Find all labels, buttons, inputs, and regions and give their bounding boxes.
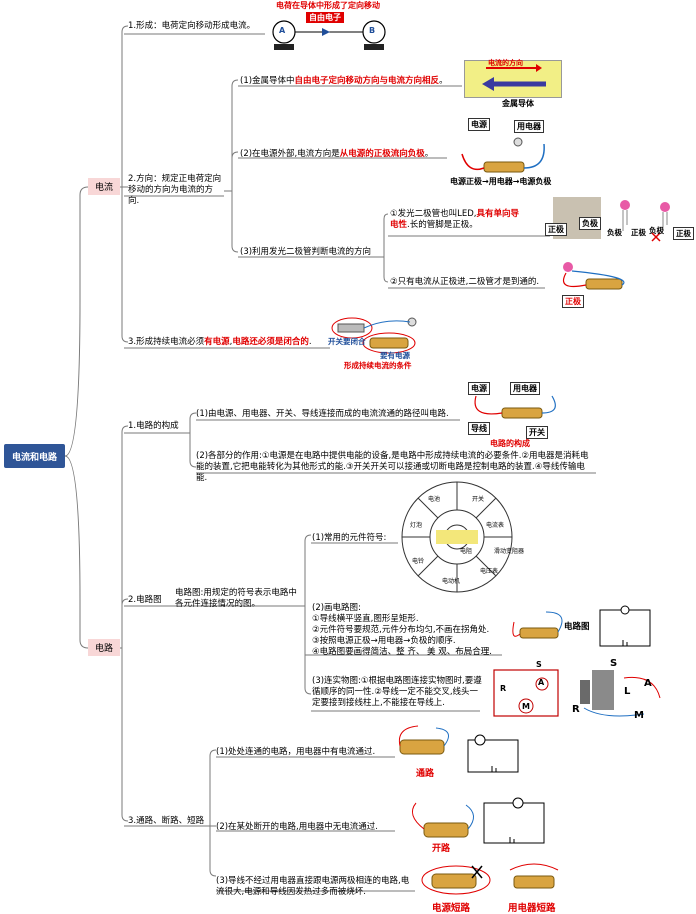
symbols-text: (1)常用的元件符号:	[312, 533, 387, 543]
category-circuit[interactable]: 电路	[88, 639, 120, 656]
continuous-current-text: 3.形成持续电流必须有电源,电路还必须是闭合的.	[128, 337, 312, 347]
components-role-text: (2)各部分的作用:①电源是在电路中提供电能的设备,是电路中形成持续电流的必要条…	[196, 451, 589, 483]
closed-circuit-text: (1)处处连通的电路，用电器中有电流通过.	[216, 747, 376, 757]
wiring-image: S A R M S A R M L	[484, 658, 674, 722]
symbols-wheel-image: 电池 开关 电流表 电压表 电动机 电铃 灯泡 电阻 滑动变阻器	[400, 480, 524, 594]
short-circuit-text: (3)导线不经过用电器直接跟电源两极相连的电路,电流很大,电源和导线因发热过多而…	[216, 876, 410, 897]
continuous-current-image: 开关要闭合 要有电源 形成持续电流的条件	[326, 314, 436, 370]
led-image: 正极 负极 负极 正极 负极 正极	[545, 195, 695, 243]
formation-text: 1.形成：电荷定向移动形成电流。	[128, 21, 256, 31]
direction-text: 2.方向：规定正电荷定向移动的方向为电流的方向.	[128, 174, 222, 206]
drawing-image: 电路图	[506, 602, 656, 652]
open-circuit-image: 开路	[396, 795, 550, 855]
led-circuit-image: 正极	[546, 257, 636, 309]
diagram-def-text: 电路图:用规定的符号表示电路中各元件连接情况的图。	[175, 588, 297, 609]
root-topic[interactable]: 电流和电路	[4, 444, 65, 468]
category-current[interactable]: 电流	[88, 178, 120, 195]
closed-circuit-image: 通路	[396, 720, 526, 780]
led-intro-text: ①发光二极管也叫LED,具有单向导电性.长的管脚是正极。	[390, 209, 519, 230]
diagram-text: 2.电路图	[128, 595, 162, 605]
drawing-rules-text: (2)画电路图: ①导线横平竖直,图形呈矩形. ②元件符号要规范,元件分布均匀,…	[312, 603, 492, 657]
direction-external-text: (2)在电源外部,电流方向是从电源的正极流向负极。	[240, 149, 434, 159]
wiring-rules-text: (3)连实物图:①根据电路图连接实物图时,要遵循顺序的同一性.②导线一定不能交叉…	[312, 676, 482, 708]
short-circuit-image: 电源短路 用电器短路	[418, 858, 568, 914]
composition-def-text: (1)由电源、用电器、开关、导线连接而成的电流流通的路径叫电路.	[196, 409, 449, 419]
open-circuit-text: (2)在某处断开的电路,用电器中无电流通过.	[216, 822, 378, 832]
formation-image: 电荷在导体中形成了定向移动 自由电子 A B	[262, 0, 402, 52]
direction-metal-text: (1)金属导体中自由电子定向移动方向与电流方向相反。	[240, 76, 448, 86]
external-current-image: 电源 用电器 电源正极→用电器→电源负极	[450, 118, 552, 186]
composition-image: 电源 用电器 导线 开关 电路的构成	[462, 378, 566, 450]
metal-conductor-image: 电流的方向 金属导体	[464, 56, 562, 110]
led-direction-text: (3)利用发光二极管判断电流的方向	[240, 247, 372, 257]
composition-text: 1.电路的构成	[128, 421, 179, 431]
led-conduct-text: ②只有电流从正极进,二极管才是到通的.	[390, 277, 540, 287]
circuit-types-text: 3.通路、断路、短路	[128, 816, 205, 826]
